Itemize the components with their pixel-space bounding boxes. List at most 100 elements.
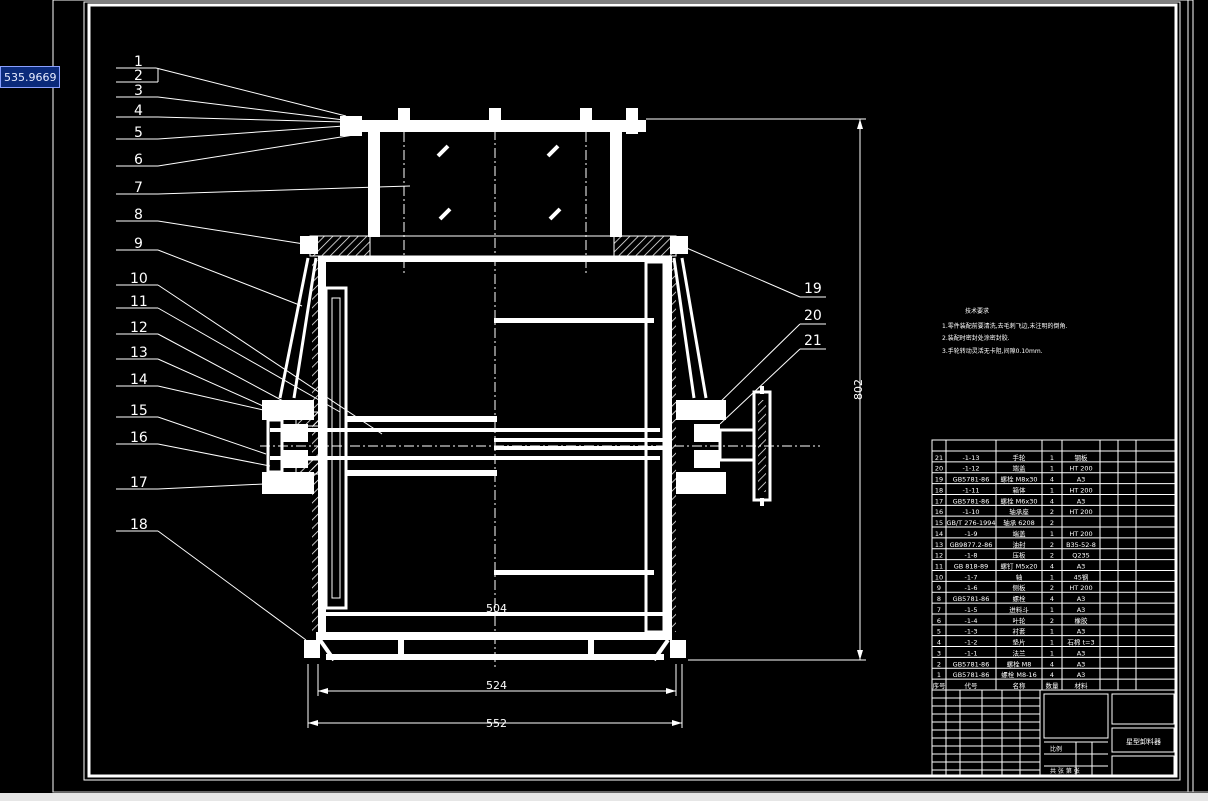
bom-cell: A3 [1077,563,1086,571]
bom-header-cell: 数量 [1046,681,1060,690]
bom-cell: GB5781-86 [953,497,990,505]
bom-cell: -1-12 [962,465,979,473]
bom-cell: GB5781-86 [953,476,990,484]
bom-cell: 石棉 t=3 [1067,638,1094,647]
balloon-19: 19 [804,281,822,297]
bom-cell: 螺栓 M8-16 [1001,670,1036,679]
bom-cell: 2 [1050,519,1054,527]
drawing-frame-outer [83,1,1181,781]
bom-cell: GB5781-86 [953,671,990,679]
bom-cell: 端盖 [1013,529,1027,538]
title-block [931,689,1177,777]
technical-requirements: 技术要求 1.零件装配前要清洗,去毛刺飞边,未注明的倒角. 2.装配时密封处涂密… [942,307,1068,355]
bom-cell: HT 200 [1069,530,1092,538]
bom-cell: 进料斗 [1009,605,1029,614]
bom-cell: 1 [1050,649,1054,657]
dim-overall-width: 552 [486,717,507,730]
bom-cell: 16 [935,508,943,516]
bom-cell: 侧板 [1013,583,1027,592]
balloon-3: 3 [134,83,143,99]
bom-header-cell: 代号 [965,681,979,690]
balloon-2: 2 [134,68,143,84]
dimension-arrows [308,119,863,726]
bom-cell: 7 [937,606,941,614]
bom-cell: 10 [935,573,943,581]
coordinate-readout: 535.9669 [0,66,60,88]
dimension-lines [307,118,866,728]
bom-header-cell: 名称 [1013,681,1027,690]
bom-cell: -1-9 [965,530,978,538]
bom-cell: -1-7 [965,573,978,581]
bom-cell: 轴 [1016,572,1023,581]
bom-cell: A3 [1077,660,1086,668]
left-bearing-housing [262,400,327,494]
bom-cell: 4 [1050,671,1054,679]
bom-cell: -1-4 [965,617,978,625]
scale-label: 比例 [1050,745,1062,753]
right-bearing-housing [676,400,756,494]
bom-cell: 垫片 [1013,638,1026,647]
bom-cell: -1-6 [965,584,978,592]
shaft [260,130,820,668]
bom-cell: 3 [937,649,941,657]
status-strip [0,793,1208,801]
bom-cell: 螺栓 M8 [1007,659,1032,668]
bom-cell: GB9877.2-86 [950,541,993,549]
balloons-left: 1 2 3 4 5 6 7 8 9 10 11 12 13 14 15 16 1… [130,54,148,533]
bom-cell: 衬套 [1013,627,1027,636]
bom-cell: 叶轮 [1013,616,1027,625]
side-ribs [278,257,708,399]
bom-cell: 1 [1050,486,1054,494]
drawing-frame-inner [87,3,1178,778]
bom-cell: 1 [1050,628,1054,636]
tech-req-title: 技术要求 [965,307,989,315]
bom-cell: A3 [1077,476,1086,484]
balloon-20: 20 [804,308,822,324]
tech-req-item-2: 2.装配时密封处涂密封胶. [942,334,1010,342]
bom-cell: HT 200 [1069,465,1092,473]
bom-cell: 箱体 [1013,485,1027,494]
bom-cell: 油封 [1013,540,1027,549]
discharge-base [304,632,686,662]
balloon-15: 15 [130,403,148,419]
balloon-13: 13 [130,345,148,361]
bom-cell: 20 [935,465,943,473]
upper-flange [300,235,688,257]
dim-inner-width: 504 [486,602,507,615]
balloon-6: 6 [134,152,143,168]
bom-cell: 法兰 [1013,648,1027,657]
bom-cell: 4 [1050,563,1054,571]
balloon-14: 14 [130,372,148,388]
bom-cell: 12 [935,552,943,560]
bom-cell: 14 [935,530,943,538]
bom-cell: 压板 [1013,551,1027,560]
balloon-9: 9 [134,236,143,252]
bom-cell: GB5781-86 [953,595,990,603]
bom-cell: 45钢 [1074,573,1089,581]
dim-height: 802 [852,379,865,400]
bom-cell: 8 [937,595,941,603]
bom-cell: 13 [935,541,943,549]
balloon-17: 17 [130,475,148,491]
bom-cell: GB/T 276-1994 [946,519,995,527]
bom-cell: Q235 [1072,552,1090,560]
bom-cell: 2 [1050,541,1054,549]
bom-cell: 17 [935,497,943,505]
bom-cell: 4 [1050,476,1054,484]
bom-cell: 1 [1050,465,1054,473]
balloon-10: 10 [130,271,148,287]
balloon-1: 1 [134,54,143,70]
bom-cell: HT 200 [1069,508,1092,516]
bom-header-cell: 材料 [1075,681,1089,690]
bom-cell: -1-1 [965,649,978,657]
tech-req-item-3: 3.手轮转动灵活无卡阻,间隙0.10mm. [942,347,1043,355]
bom-cell: 2 [1050,552,1054,560]
dim-base-width: 524 [486,679,507,692]
bom-cell: 4 [1050,660,1054,668]
bom-cell: 螺栓 [1013,594,1027,603]
balloons-right: 19 20 21 [804,281,822,349]
feed-hopper [340,108,646,275]
bom-cell: 1 [1050,530,1054,538]
balloon-7: 7 [134,180,143,196]
